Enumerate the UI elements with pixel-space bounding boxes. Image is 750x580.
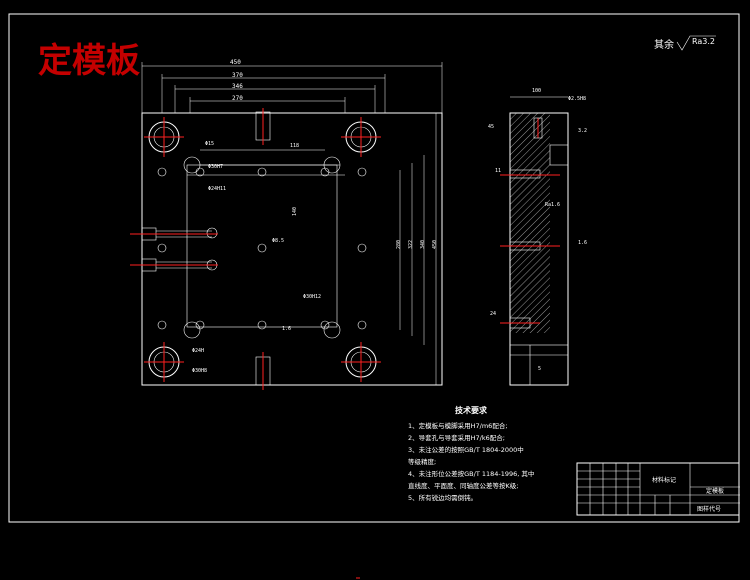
- hatched-section: [510, 113, 550, 333]
- slots: [255, 108, 271, 390]
- label-1: Φ24H11: [208, 186, 226, 192]
- side-dim-3: 11: [495, 168, 501, 174]
- side-dim-100: 100: [532, 88, 541, 94]
- roughness-value: Ra3.2: [692, 37, 715, 46]
- tech-item-5: 5、所有锐边均需倒钝。: [408, 493, 477, 502]
- tech-item-3b: 等级精度;: [408, 457, 436, 466]
- tech-item-4: 4、未注形位公差按GB/T 1184-1996, 其中: [408, 469, 534, 478]
- side-dim-5: 24: [490, 311, 496, 317]
- roughness-prefix: 其余: [654, 38, 674, 51]
- tech-requirements: 技术要求 1、定模板与模脚采用H7/m6配合; 2、导套孔与导套采用H7/k6配…: [408, 405, 534, 502]
- dim-phi15: Φ15: [205, 141, 214, 147]
- dim-270: 270: [232, 95, 243, 102]
- label-3: Φ30H12: [303, 294, 321, 300]
- tech-item-2: 2、导套孔与导套采用H7/k6配合;: [408, 433, 505, 442]
- cavity-lines: [187, 164, 345, 176]
- roughness-note: 其余 Ra3.2: [654, 35, 716, 51]
- label-4: Φ24H: [192, 348, 204, 354]
- guide-holes: [144, 117, 381, 382]
- title-block: 材料标记 定模板 图样代号: [576, 462, 740, 516]
- svg-text:450: 450: [432, 240, 438, 249]
- side-dim-1: Φ2.5H8: [568, 96, 586, 102]
- svg-text:322: 322: [408, 240, 414, 249]
- drawing-frame: [8, 13, 740, 523]
- label-6: 1.6: [282, 326, 291, 332]
- title-material: 材料标记: [652, 476, 676, 484]
- roughness-symbol-icon: [676, 35, 716, 51]
- dim-370: 370: [232, 72, 243, 79]
- drawing-title: 定模板: [38, 41, 140, 81]
- right-dimensions: 280 322 340 450: [396, 113, 438, 385]
- dim-140: 140: [292, 207, 298, 216]
- front-view: 450 370 346 270: [130, 59, 443, 390]
- label-0: Φ30H7: [208, 164, 223, 170]
- label-5: Φ30H8: [192, 368, 207, 374]
- dim-118: 118: [290, 143, 299, 149]
- side-rough-0: 3.2: [578, 128, 587, 134]
- label-2: Φ8.5: [272, 238, 284, 244]
- title-drawing-code: 图样代号: [697, 505, 721, 513]
- bolt-holes: [157, 156, 367, 339]
- top-dimensions: 450 370 346 270: [141, 59, 443, 113]
- plate-outline: [141, 112, 443, 386]
- side-rough-1: 1.6: [578, 240, 587, 246]
- side-view: 100 Φ2.5H8 45 11 Ra1.6 24 5 3.2 1.6: [488, 88, 587, 386]
- svg-text:340: 340: [420, 240, 426, 249]
- side-dim-4: Ra1.6: [545, 202, 560, 208]
- dim-346: 346: [232, 83, 243, 90]
- side-dim-2: 45: [488, 124, 494, 130]
- cooling-channels: [130, 227, 218, 272]
- tech-item-1: 1、定模板与模脚采用H7/m6配合;: [408, 421, 508, 430]
- tech-item-4b: 直线度、平面度、同轴度公差等按K级;: [408, 481, 518, 490]
- side-dim-6: 5: [538, 366, 541, 372]
- title-drawing-name: 定模板: [706, 487, 724, 495]
- dim-450: 450: [230, 59, 241, 66]
- tech-item-3: 3、未注公差的按照GB/T 1804-2000中: [408, 445, 524, 454]
- svg-text:280: 280: [396, 240, 402, 249]
- tech-heading: 技术要求: [455, 405, 488, 415]
